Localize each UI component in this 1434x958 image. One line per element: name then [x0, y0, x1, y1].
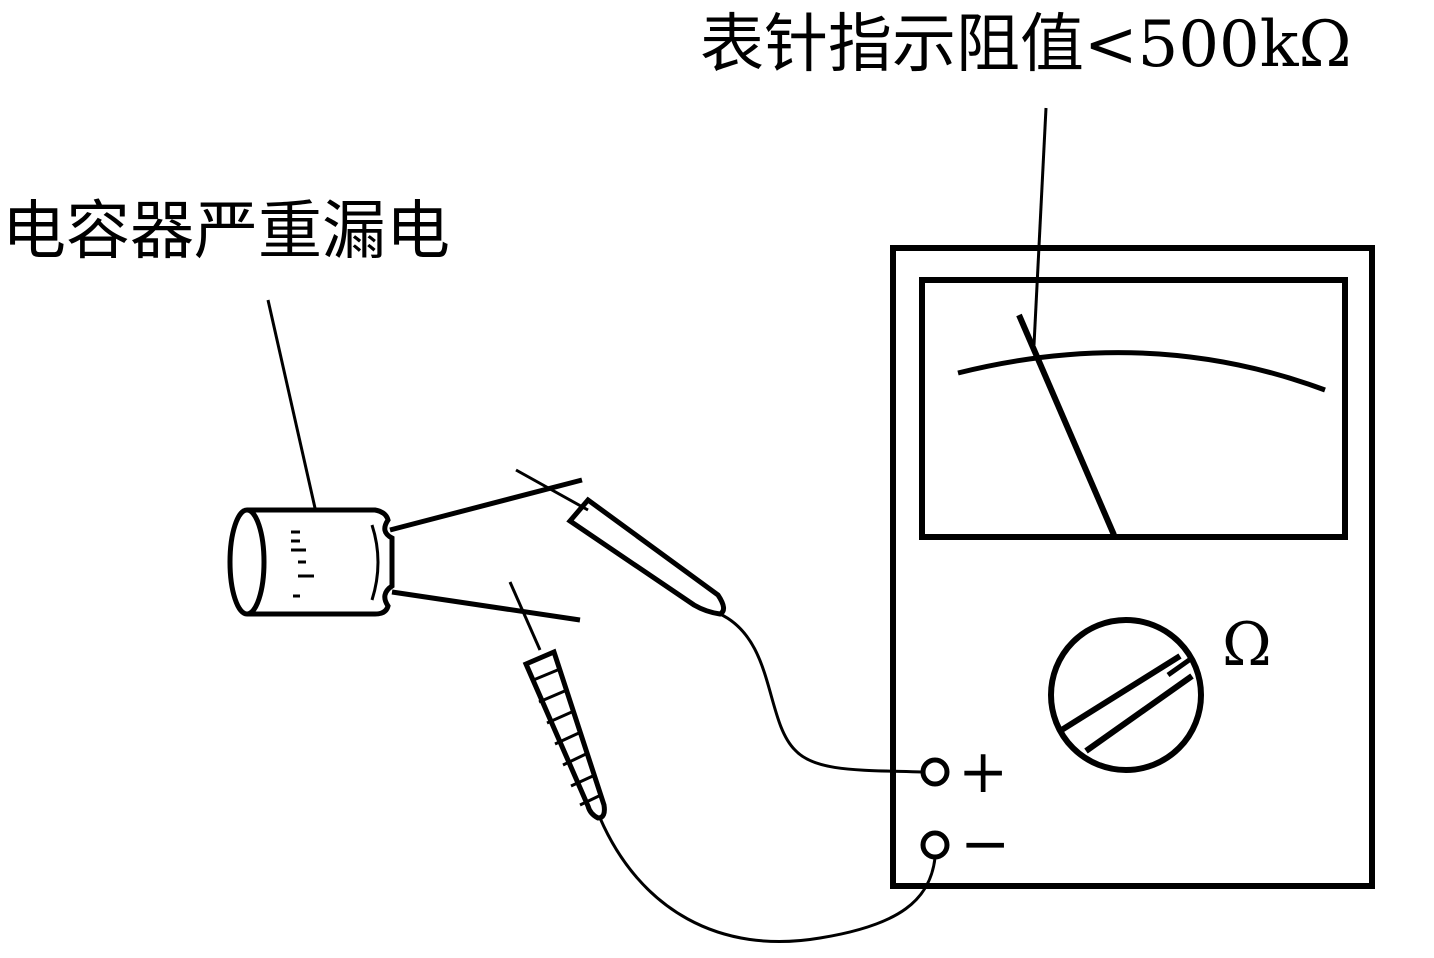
ohm-range-label: Ω — [1222, 610, 1272, 680]
negative-probe-stripes — [530, 667, 602, 807]
needle-reading-label: 表针指示阻值<500kΩ — [700, 8, 1352, 82]
knob-ring — [1048, 617, 1204, 773]
capacitor-end-cap — [227, 507, 267, 617]
negative-probe[interactable] — [508, 581, 937, 943]
positive-probe[interactable] — [515, 468, 923, 774]
negative-terminal[interactable] — [920, 830, 950, 860]
capacitor-body — [247, 507, 395, 617]
knob-pointer-upper — [1058, 653, 1182, 734]
capacitor-markings — [291, 530, 314, 598]
capacitor-leak-label: 电容器严重漏电 — [2, 195, 450, 269]
multimeter-body — [890, 245, 1375, 889]
needle-label-leader — [1032, 107, 1048, 346]
multimeter: Ω + − — [890, 245, 1375, 889]
positive-probe-wire — [719, 612, 923, 774]
capacitor-lead-lower — [391, 589, 581, 623]
capacitor-label-leader — [266, 299, 317, 509]
positive-terminal[interactable] — [920, 757, 950, 787]
positive-probe-handle — [566, 496, 726, 617]
meter-scale-arc — [957, 350, 1326, 393]
knob-pointer-tip — [1166, 655, 1194, 678]
positive-probe-tip — [515, 468, 589, 512]
range-selector-knob[interactable] — [1048, 617, 1204, 773]
negative-probe-handle — [522, 648, 607, 821]
capacitor-lead-upper — [389, 477, 583, 533]
meter-window — [919, 277, 1348, 540]
negative-probe-wire — [598, 817, 937, 943]
positive-terminal-label: + — [958, 737, 1008, 807]
electrolytic-capacitor — [227, 477, 583, 623]
negative-probe-tip — [508, 581, 542, 651]
capacitor-crimp — [370, 524, 380, 601]
meter-needle — [1016, 313, 1117, 537]
knob-pointer-lower — [1084, 673, 1194, 754]
negative-terminal-label: − — [960, 809, 1010, 879]
